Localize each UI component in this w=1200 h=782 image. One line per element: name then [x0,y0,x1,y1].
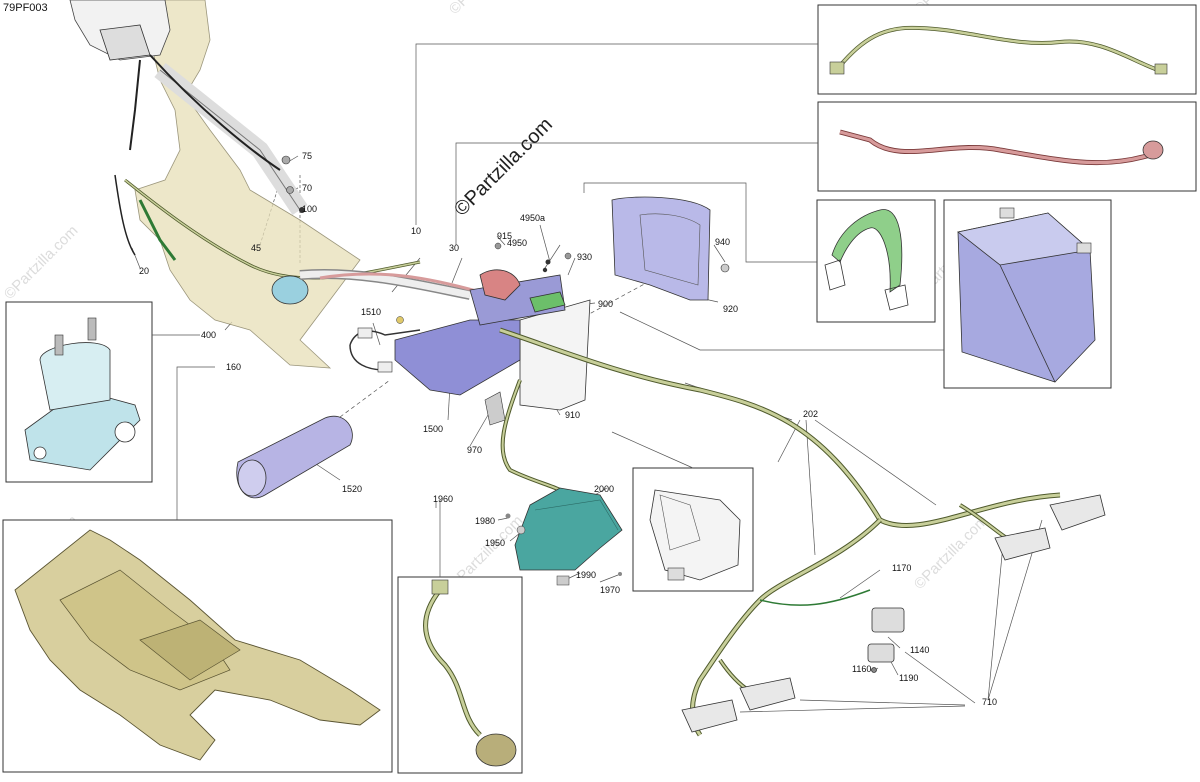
callout-930: 930 [577,252,593,262]
battery-strap [831,209,903,293]
upper-frame-assembly [69,0,481,369]
bracket-detail [649,489,741,581]
callout-900: 900 [598,299,614,309]
callout-45: 45 [251,243,262,253]
starter-relay [24,317,141,471]
callout-1960: 1960 [433,494,454,504]
callout-910: 910 [565,410,581,420]
frame-detail [14,529,381,761]
callout-1190: 1190 [899,673,919,683]
callout-920: 920 [723,304,739,314]
callout-1170: 1170 [892,563,912,573]
callout-1970: 1970 [600,585,621,595]
callout-940: 940 [715,237,731,247]
callout-1520: 1520 [342,484,363,494]
detail-box-positive-cable [817,4,1197,95]
speed-sensor [423,579,517,767]
rear-harness [499,327,1061,737]
callout-10: 10 [411,226,422,236]
callout-1140: 1140 [910,645,930,655]
callout-20: 20 [139,266,150,276]
callout-2000: 2000 [594,484,615,494]
callout-4950: 4950 [507,238,528,248]
leader-lines [131,43,1043,713]
heat-shield [505,487,623,586]
tail-lamps [681,494,1106,733]
callout-1990: 1990 [576,570,597,580]
callout-970: 970 [467,445,483,455]
callout-400: 400 [201,330,217,340]
callout-100: 100 [302,204,318,214]
watermark-faint: ©Partzilla.com [446,0,527,18]
callout-1510: 1510 [361,307,382,317]
battery-cover [611,196,711,301]
callout-30: 30 [449,243,460,253]
diagram-code: 79PF003 [3,2,48,14]
detail-box-negative-cable [817,101,1197,192]
callout-1500: 1500 [423,424,444,434]
callout-160: 160 [226,362,242,372]
callout-710: 710 [982,697,998,707]
battery [957,207,1096,383]
callout-1160: 1160 [852,664,872,674]
callout-75: 75 [302,151,313,161]
callout-1950: 1950 [485,538,506,548]
callout-70: 70 [302,183,313,193]
license-lamp [867,607,905,673]
center-battery-assembly [349,242,591,426]
callout-915: 915 [497,231,513,241]
callout-1980: 1980 [475,516,496,526]
callout-202: 202 [803,409,819,419]
callout-4950a: 4950a [520,213,546,223]
watermark-faint: ©Partzilla.com [1,222,82,303]
sleeve-part [236,415,353,499]
